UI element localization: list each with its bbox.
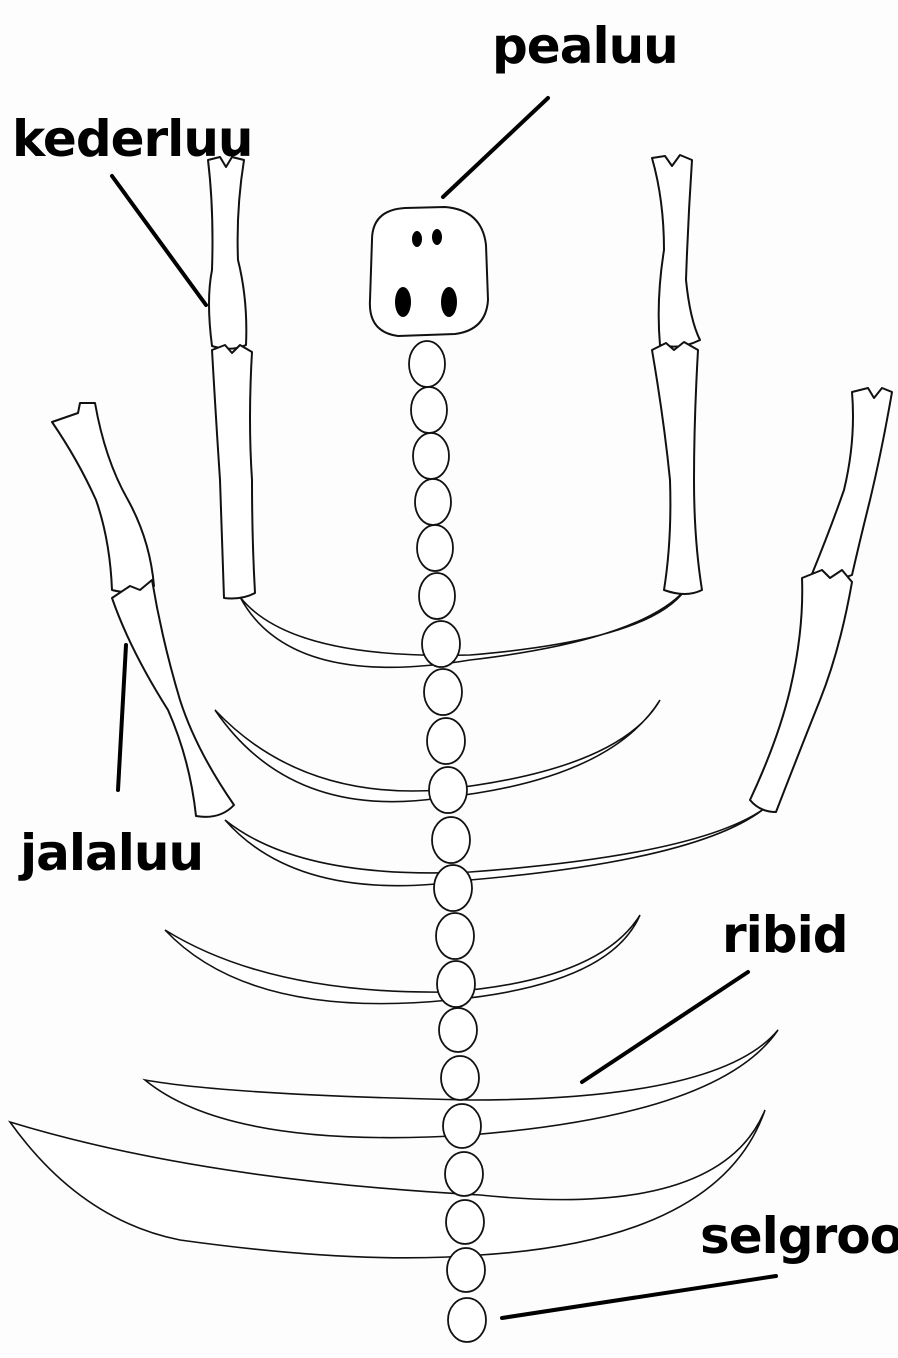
hind-limb-bone	[112, 580, 234, 817]
hind-limbs	[52, 388, 892, 817]
skull	[370, 207, 488, 336]
skull-hole	[432, 229, 442, 245]
label-selgroog: selgroog	[700, 1207, 898, 1265]
front-limb-bone	[652, 155, 700, 347]
label-ribid: ribid	[722, 906, 848, 964]
vertebra	[419, 573, 455, 619]
rib	[225, 808, 765, 886]
front-limb-bone	[208, 157, 246, 349]
label-kederluu: kederluu	[12, 110, 253, 168]
vertebra	[429, 767, 467, 813]
label-jalaluu: jalaluu	[18, 824, 203, 882]
vertebra	[422, 621, 460, 667]
vertebra	[443, 1104, 481, 1148]
front-limb-bone	[212, 345, 255, 598]
leader-line-jalaluu	[118, 645, 126, 790]
rib	[240, 590, 685, 667]
vertebra	[432, 817, 470, 863]
vertebra	[448, 1298, 486, 1342]
leader-line-kederluu	[112, 176, 206, 305]
hind-limb-bone	[812, 388, 892, 578]
skull-outline	[370, 207, 488, 336]
vertebra	[447, 1248, 485, 1292]
leader-line-selgroog	[502, 1276, 776, 1318]
label-pealuu: pealuu	[492, 17, 678, 75]
vertebra	[411, 387, 447, 433]
vertebra	[446, 1200, 484, 1244]
vertebra	[445, 1152, 483, 1196]
leader-line-ribid	[582, 972, 748, 1082]
hind-limb-bone	[750, 570, 852, 812]
front-limb-bone	[652, 342, 702, 594]
leader-line-pealuu	[443, 98, 548, 197]
vertebra	[427, 718, 465, 764]
skull-hole	[395, 287, 411, 317]
vertebra	[441, 1056, 479, 1100]
rib	[165, 915, 640, 1004]
vertebra	[436, 913, 474, 959]
vertebra	[417, 525, 453, 571]
vertebra	[424, 669, 462, 715]
vertebra	[409, 341, 445, 387]
skull-hole	[412, 231, 422, 247]
vertebra	[413, 433, 449, 479]
vertebra	[415, 479, 451, 525]
vertebra	[434, 865, 472, 911]
vertebra	[437, 961, 475, 1007]
hind-limb-bone	[52, 403, 154, 592]
skull-hole	[441, 287, 457, 317]
vertebra	[439, 1008, 477, 1052]
